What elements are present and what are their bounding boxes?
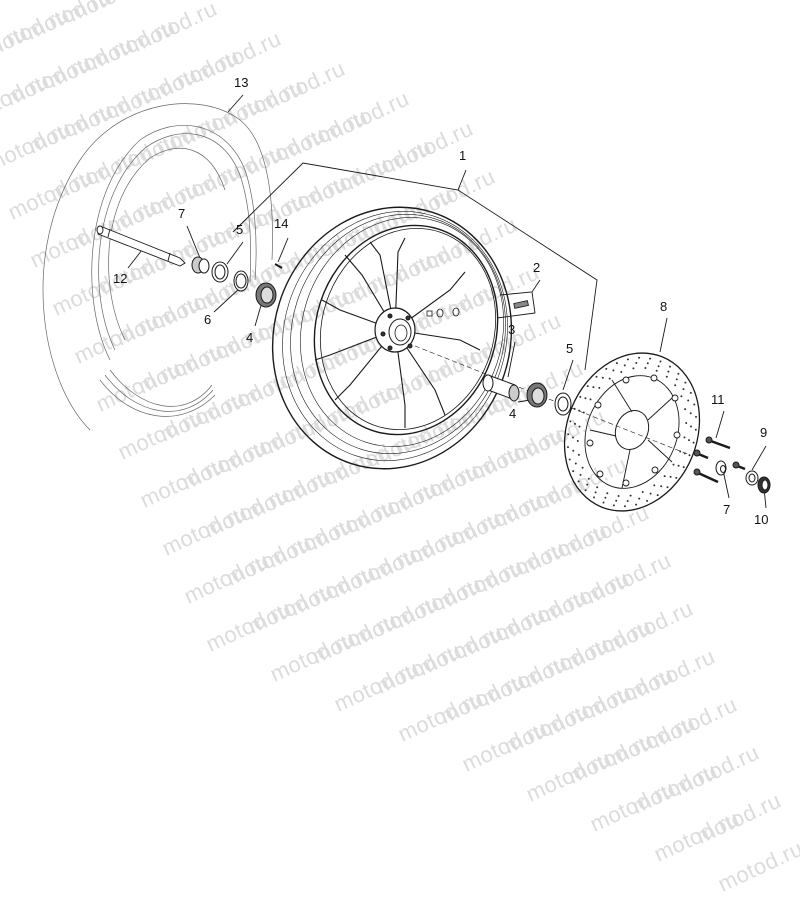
watermark-text: motod.ru — [266, 625, 359, 687]
watermark-text: motod.ru — [456, 601, 549, 663]
watermark-text: motod.ru — [478, 649, 571, 711]
watermark-text: motod.ru — [606, 709, 699, 771]
callout-wheel-spindle: 12 — [113, 271, 128, 286]
callout-oil-seal: 5 — [236, 222, 244, 237]
callout-wheel-rim: 1 — [459, 148, 467, 163]
watermark-text: motod.ru — [202, 595, 295, 657]
watermark-text: motod.ru — [586, 775, 679, 837]
watermark-text: motod.ru — [542, 679, 635, 741]
watermark-text: motod.ru — [394, 685, 487, 747]
leader-lines — [127, 94, 767, 509]
callout-circlip: 6 — [204, 312, 212, 327]
watermark-text: motod.ru — [520, 631, 613, 693]
watermark-text: motod.ru — [628, 757, 721, 819]
watermark-text: motod.ru — [584, 661, 677, 723]
watermark-text: motod.ru — [500, 697, 593, 759]
callout-washer: 9 — [760, 425, 768, 440]
callout-spacer: 3 — [508, 322, 516, 337]
wheel-rim — [271, 206, 513, 470]
right-hub-parts — [482, 374, 572, 416]
watermark-text: motod.ru — [330, 655, 423, 717]
callout-spacer-bush: 7 — [178, 206, 186, 221]
wheel-spindle — [96, 225, 186, 267]
watermark-text: motod.ru — [564, 727, 657, 789]
watermark-text: motod.ru — [626, 643, 719, 705]
watermark-text: motod.ru — [692, 787, 785, 849]
watermark-text: motod.ru — [562, 613, 655, 675]
callout-bearing: 4 — [246, 330, 254, 345]
callout-brake-disc: 8 — [660, 299, 668, 314]
watermark-text: motod.ru — [458, 715, 551, 777]
valve-screw — [513, 300, 529, 309]
disc-fasteners — [693, 436, 771, 494]
watermark-text: motod.ru — [670, 739, 763, 801]
callout-tyre: 13 — [234, 75, 249, 90]
watermark-text: motod.ru — [522, 745, 615, 807]
watermark-text: motod.ru — [436, 667, 529, 729]
callout-oil-seal: 5 — [566, 341, 574, 356]
callout-disc-screw: 11 — [711, 392, 725, 407]
brake-disc — [563, 352, 701, 512]
watermark-text: motod.ru — [308, 607, 401, 669]
callout-nut: 10 — [754, 512, 769, 527]
callout-spacer-bush: 7 — [723, 502, 731, 517]
callout-valve: 14 — [274, 216, 289, 231]
left-hub-parts — [191, 256, 283, 308]
watermark-text: motod.ru — [650, 805, 743, 867]
watermark-text: motod.ru — [604, 595, 697, 657]
watermark-text: motod.ru — [414, 619, 507, 681]
tyre-outline — [42, 103, 273, 431]
watermark-text: motod.ru — [648, 691, 741, 753]
exploded-drawing — [42, 94, 771, 512]
callout-bearing: 4 — [509, 406, 517, 421]
callout-valve-screw: 2 — [533, 260, 541, 275]
watermark-text: motod.ru — [372, 637, 465, 699]
watermark-text: motod.ru — [714, 835, 800, 897]
